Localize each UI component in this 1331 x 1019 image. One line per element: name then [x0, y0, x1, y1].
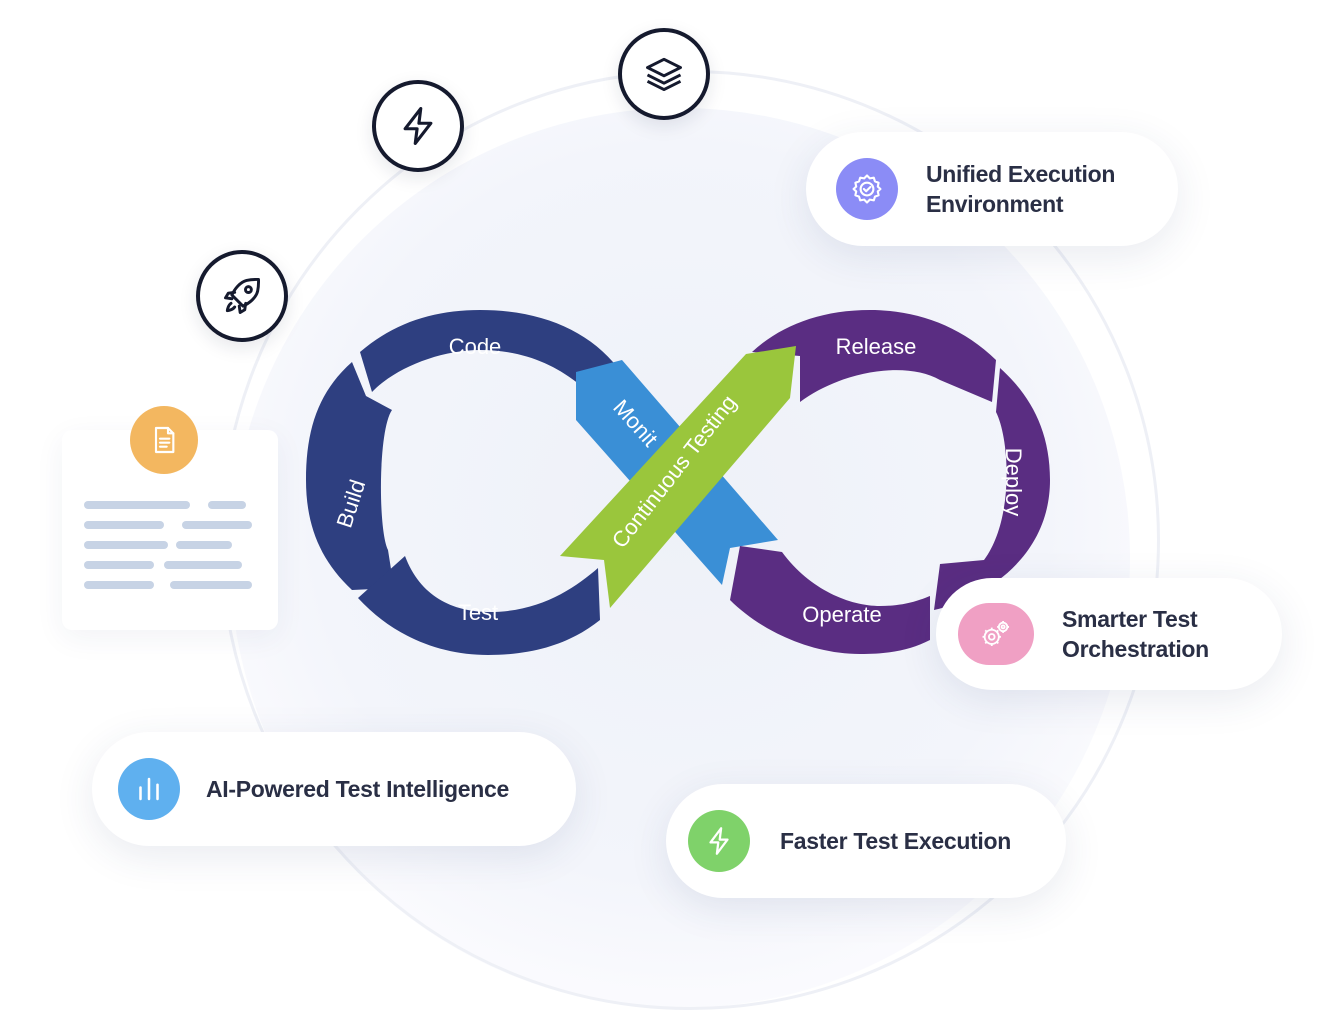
rocket-icon: [196, 250, 288, 342]
feature-label: AI-Powered Test Intelligence: [206, 776, 510, 802]
bar-chart-icon: [118, 758, 180, 820]
gear-check-icon: [836, 158, 898, 220]
stage-build-segment: [306, 362, 394, 590]
right-loop: [730, 310, 1050, 654]
feature-label-line2: Orchestration: [1062, 636, 1209, 662]
stage-test-segment: [358, 556, 600, 655]
continuous-testing-band: [560, 346, 796, 608]
stage-release-label: Release: [836, 334, 917, 359]
feature-smarter-orchestration: Smarter Test Orchestration: [936, 578, 1282, 690]
stage-release-segment: [752, 310, 996, 402]
stage-test-label: Test: [458, 600, 498, 625]
feature-faster-execution: Faster Test Execution: [666, 784, 1066, 898]
feature-label-line2: Environment: [926, 191, 1064, 217]
lightning-icon: [688, 810, 750, 872]
stage-deploy-segment: [934, 368, 1050, 610]
stage-operate-label: Operate: [802, 602, 882, 627]
stage-operate-segment: [730, 546, 930, 654]
feature-unified-execution: Unified Execution Environment: [806, 132, 1178, 246]
stage-code-segment: [360, 310, 618, 392]
layers-icon: [618, 28, 710, 120]
left-loop: [306, 310, 618, 655]
lightning-icon: [372, 80, 464, 172]
stage-code-label: Code: [449, 334, 502, 359]
feature-label-line1: Unified Execution: [926, 161, 1116, 187]
gears-icon: [958, 603, 1034, 665]
stage-deploy-label: Deploy: [1001, 448, 1026, 516]
feature-label: Faster Test Execution: [780, 828, 1012, 854]
feature-label-line1: Smarter Test: [1062, 606, 1198, 632]
document-icon: [130, 406, 198, 474]
document-card: [62, 430, 278, 630]
feature-ai-intelligence: AI-Powered Test Intelligence: [92, 732, 576, 846]
